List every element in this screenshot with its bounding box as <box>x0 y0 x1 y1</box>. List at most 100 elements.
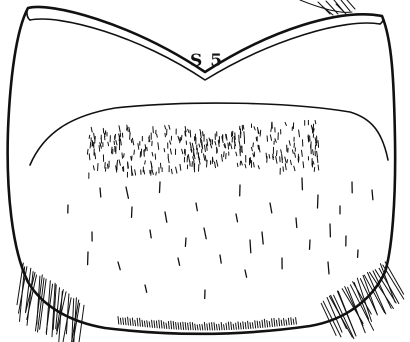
seta <box>17 263 23 305</box>
seta <box>200 325 201 330</box>
seta <box>293 319 294 324</box>
seta <box>231 322 232 329</box>
seta <box>152 169 153 175</box>
seta <box>202 143 203 147</box>
seta <box>140 318 141 326</box>
seta <box>281 320 282 325</box>
seta <box>296 218 297 228</box>
left-lateral-brush <box>17 263 84 342</box>
seta <box>194 153 195 159</box>
seta <box>116 140 117 145</box>
seta <box>292 150 293 154</box>
seta <box>157 134 158 137</box>
seta <box>188 155 189 162</box>
seta <box>259 145 260 152</box>
seta <box>182 149 183 153</box>
seta <box>233 324 234 329</box>
seta <box>99 146 100 152</box>
seta <box>178 136 179 140</box>
seta <box>151 163 152 169</box>
seta <box>236 152 237 156</box>
seta <box>196 203 197 211</box>
seta <box>205 145 206 152</box>
seta <box>284 319 285 326</box>
seta <box>190 142 191 147</box>
seta <box>144 151 145 157</box>
seta <box>89 154 90 160</box>
seta <box>303 162 304 168</box>
seta <box>170 141 171 144</box>
seta <box>132 138 133 145</box>
seta <box>176 323 177 330</box>
seta <box>95 137 96 144</box>
seta <box>95 153 96 159</box>
seta <box>180 323 181 330</box>
seta <box>180 137 181 142</box>
seta <box>138 144 139 150</box>
seta <box>207 324 208 330</box>
seta <box>200 133 201 138</box>
seta <box>199 144 200 147</box>
seta <box>228 143 229 149</box>
seta <box>209 323 210 330</box>
seta <box>204 322 205 330</box>
seta <box>285 164 286 170</box>
seta <box>159 320 160 328</box>
seta <box>216 160 217 166</box>
seta <box>132 207 133 217</box>
seta <box>147 321 148 327</box>
seta <box>194 164 195 170</box>
seta <box>171 321 172 329</box>
seta <box>231 144 232 149</box>
seta <box>192 323 193 330</box>
seta <box>224 152 225 157</box>
seta <box>238 322 239 329</box>
seta <box>250 240 251 253</box>
seta <box>277 151 278 156</box>
seta <box>271 128 272 132</box>
seta <box>176 167 177 173</box>
seta <box>245 323 246 329</box>
seta <box>130 133 131 139</box>
seta <box>105 168 106 171</box>
seta <box>117 160 118 166</box>
seta <box>131 140 132 143</box>
seta <box>192 143 193 149</box>
seta <box>245 164 246 168</box>
segment-label: S 5 <box>190 51 223 71</box>
seta <box>185 238 186 246</box>
seta <box>201 140 202 143</box>
seta <box>380 264 395 302</box>
seta <box>299 130 300 137</box>
seta <box>93 166 94 170</box>
seta <box>145 285 147 292</box>
seta <box>291 318 292 325</box>
seta <box>354 283 368 320</box>
seta <box>323 301 341 337</box>
seta <box>152 152 153 156</box>
seta <box>308 136 309 142</box>
seta <box>123 318 124 325</box>
posterior-fringe <box>118 317 296 330</box>
seta <box>252 323 253 328</box>
seta <box>214 323 215 330</box>
seta <box>89 135 90 138</box>
seta <box>226 134 227 138</box>
seta <box>188 323 189 330</box>
seta <box>94 133 95 139</box>
seta <box>105 131 106 135</box>
seta <box>107 164 108 168</box>
seta <box>236 323 237 329</box>
seta <box>236 214 238 222</box>
seta <box>253 143 254 147</box>
seta <box>204 154 205 160</box>
seta <box>149 322 150 327</box>
seta <box>118 317 119 324</box>
seta <box>165 212 167 222</box>
seta <box>315 120 316 123</box>
seta <box>228 322 229 330</box>
seta <box>253 154 254 157</box>
seta <box>156 172 157 175</box>
seta <box>258 166 259 169</box>
seta <box>295 153 296 157</box>
